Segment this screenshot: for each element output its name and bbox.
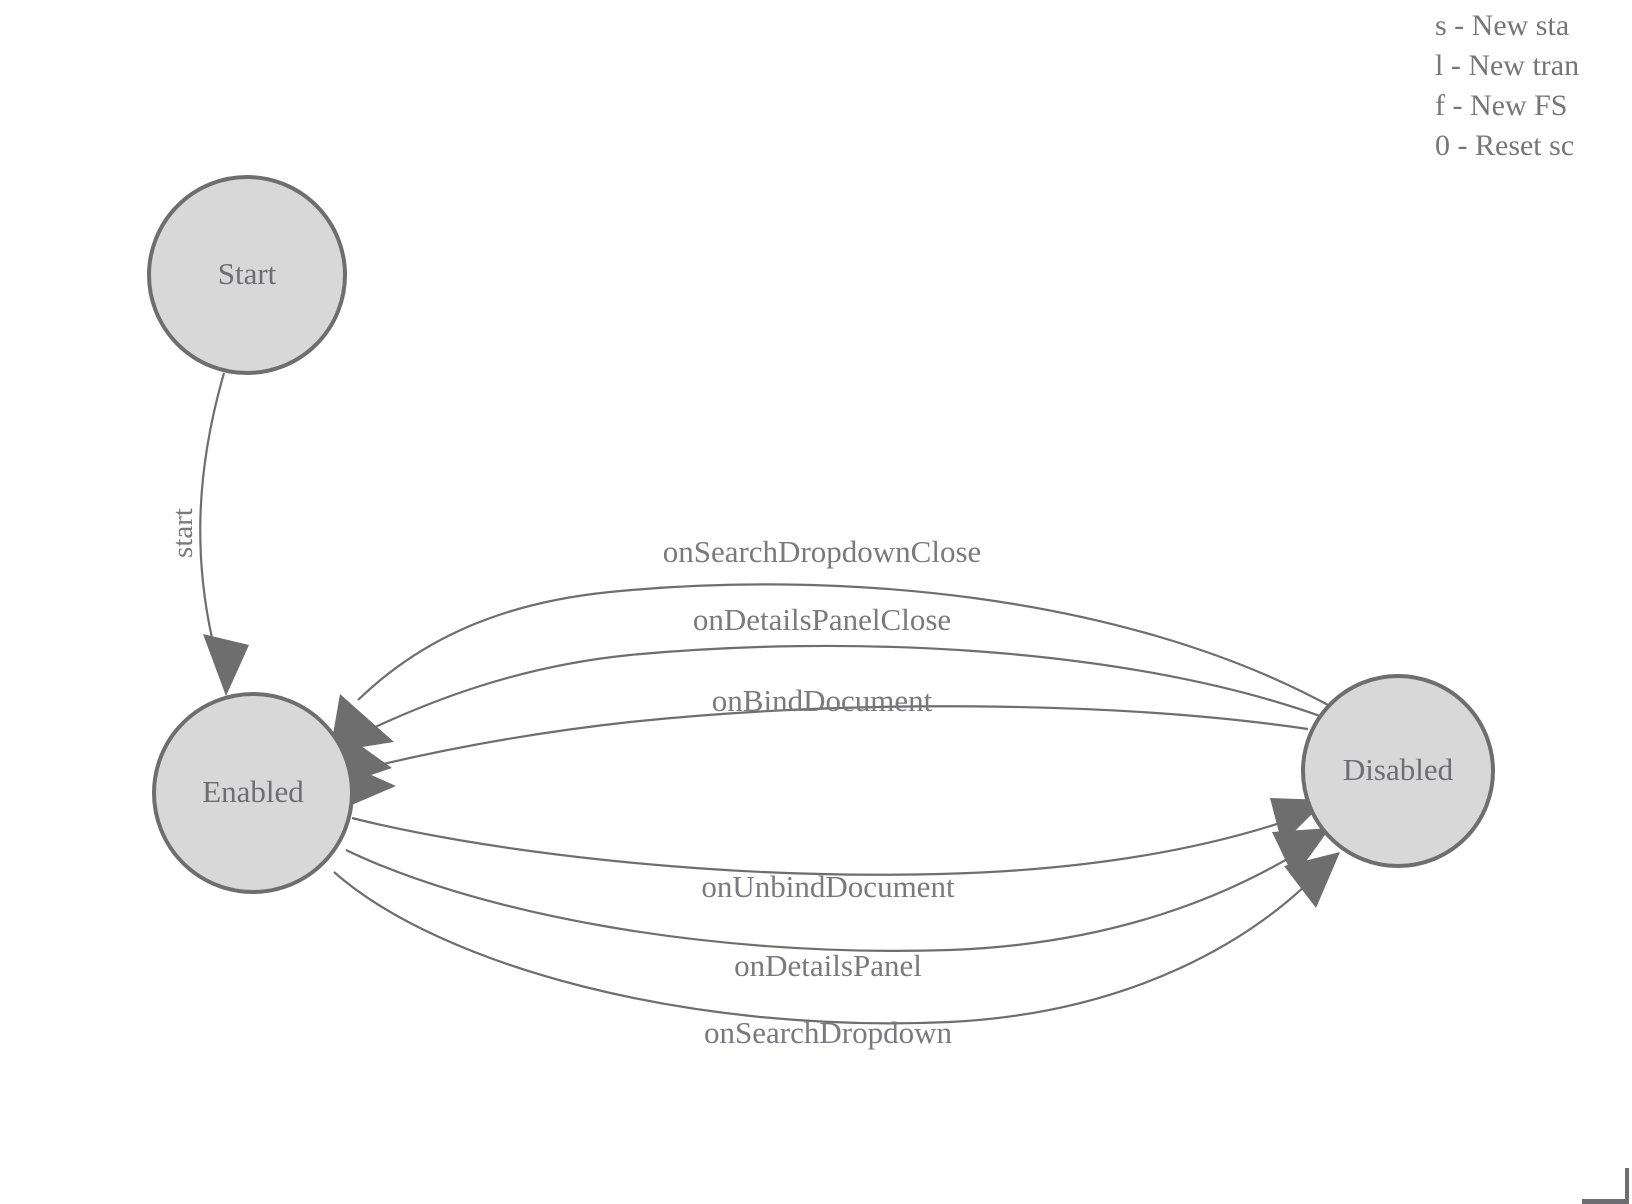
legend-line-new-state: s - New sta <box>1435 9 1570 42</box>
edge-label-onsearchdropdown: onSearchDropdown <box>704 1015 952 1050</box>
legend-line-new-fsm: f - New FS <box>1435 89 1568 122</box>
edge-path-onbinddocument <box>349 705 1309 774</box>
edge-label-onbinddocument: onBindDocument <box>712 683 933 718</box>
edge-enabled-to-disabled-onunbinddocument[interactable]: onUnbindDocument <box>351 798 1326 904</box>
state-node-enabled-circle[interactable] <box>152 692 354 894</box>
edge-label-onsearchdropdownclose: onSearchDropdownClose <box>663 534 982 569</box>
edge-label-ondetailspanelclose: onDetailsPanelClose <box>693 602 951 637</box>
edge-path-start <box>199 372 226 656</box>
edge-disabled-to-enabled-onbinddocument[interactable]: onBindDocument <box>338 683 1309 810</box>
edge-path-ondetailspanelclose <box>351 644 1321 739</box>
edge-label-ondetailspanel: onDetailsPanel <box>734 948 922 983</box>
edge-disabled-to-enabled-onsearchdropdownclose[interactable]: onSearchDropdownClose <box>330 534 1331 752</box>
corner-bracket-vertical-rule <box>1625 1168 1629 1204</box>
resize-corner-bracket[interactable] <box>1572 1168 1632 1204</box>
state-node-start-label: Start <box>218 256 277 291</box>
corner-bracket-horizontal-rule <box>1582 1199 1629 1204</box>
edge-path-onsearchdropdownclose <box>357 583 1331 707</box>
keyboard-shortcut-legend: s - New sta l - New tran f - New FS 0 - … <box>1427 0 1632 166</box>
legend-line-reset: 0 - Reset sc <box>1435 129 1575 162</box>
state-node-disabled-circle[interactable] <box>1301 674 1495 868</box>
edge-arrowhead-ondetailspanel <box>1272 828 1330 878</box>
edge-enabled-to-disabled-onsearchdropdown[interactable]: onSearchDropdown <box>333 852 1340 1050</box>
state-node-enabled-label: Enabled <box>202 774 304 809</box>
legend-line-new-transition: l - New tran <box>1435 49 1580 82</box>
edge-arrowhead-start <box>203 634 249 696</box>
state-node-enabled[interactable]: Enabled <box>152 692 354 894</box>
edge-label-onunbinddocument: onUnbindDocument <box>701 869 955 904</box>
edge-path-onsearchdropdown <box>333 859 1331 1025</box>
state-node-start[interactable]: Start <box>147 175 347 375</box>
edge-label-start: start <box>167 508 199 558</box>
edge-start-to-enabled[interactable]: start <box>167 372 249 696</box>
edge-path-ondetailspanel <box>345 839 1319 952</box>
state-node-disabled[interactable]: Disabled <box>1301 674 1495 868</box>
edge-arrowhead-onsearchdropdown <box>1284 852 1340 908</box>
edge-path-onunbinddocument <box>351 810 1313 876</box>
edge-enabled-to-disabled-ondetailspanel[interactable]: onDetailsPanel <box>345 828 1330 983</box>
state-node-start-circle[interactable] <box>147 175 347 375</box>
state-node-disabled-label: Disabled <box>1343 752 1454 787</box>
